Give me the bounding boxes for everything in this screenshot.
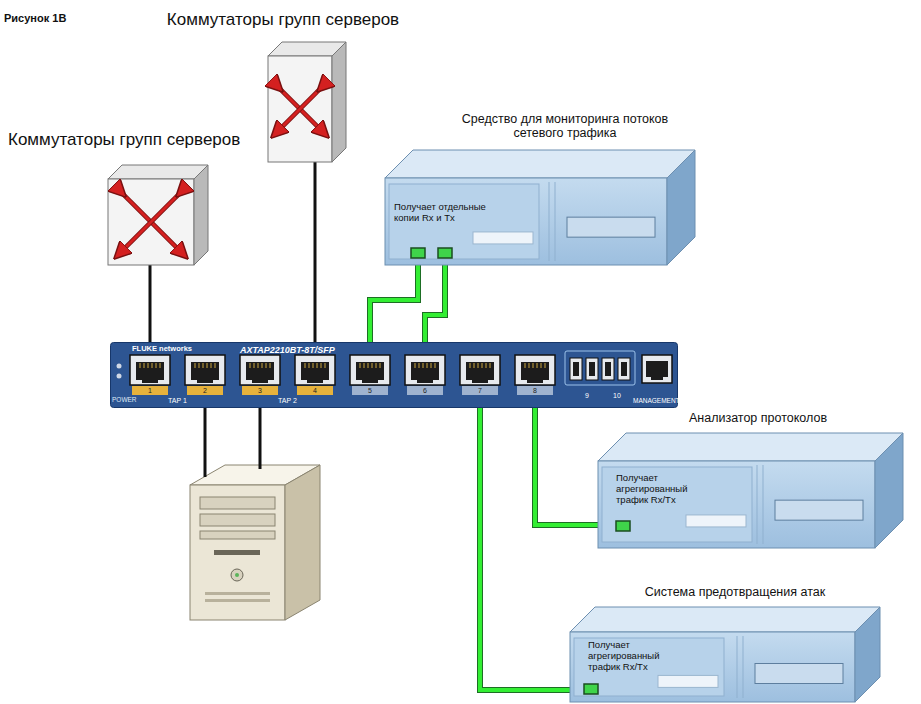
cable-line	[425, 265, 445, 342]
cable-connector	[150, 265, 151, 342]
power-label: POWER	[112, 396, 137, 403]
network-switch-shape	[108, 165, 208, 265]
cable-line	[149, 265, 152, 342]
tap-group-label: TAP 2	[278, 397, 297, 405]
cable-outline	[425, 265, 445, 342]
network-switch: Коммутаторы групп серверов	[268, 42, 346, 162]
network-tap: FLUKE networks AXTAP2210BT-8T/SFP	[110, 342, 678, 408]
port-number: 1	[148, 387, 152, 395]
network-switch: Коммутаторы групп серверов	[108, 165, 208, 265]
cable-connector	[535, 408, 598, 525]
model-number: AXTAP2210BT-8T/SFP	[240, 345, 420, 355]
cable-line	[314, 162, 317, 342]
sfp-number: 9	[585, 392, 589, 400]
cable-outline	[480, 408, 570, 690]
intrusion-prevention: Система предотвращения атакПолучает агре…	[570, 607, 880, 702]
sfp-number: 10	[613, 392, 621, 400]
switch-label: Коммутаторы групп серверов	[138, 10, 428, 30]
cable-line	[480, 408, 570, 690]
switch-label: Коммутаторы групп серверов	[8, 130, 298, 150]
port-note: Получает отдельные копии Rx и Tx	[394, 202, 509, 224]
protocol-analyzer: Анализатор протоколовПолучает агрегирова…	[598, 433, 903, 548]
port-number: 4	[313, 387, 317, 395]
management-label: MANAGEMENT	[633, 397, 680, 404]
figure-number: Рисунок 1В	[4, 12, 66, 24]
cable-outline	[535, 408, 598, 525]
network-switch-shape	[268, 42, 346, 162]
port-number: 8	[533, 387, 537, 395]
server-cable	[259, 408, 262, 469]
cable-connector	[480, 408, 570, 690]
port-number: 5	[368, 387, 372, 395]
cable-connector	[370, 265, 418, 342]
cable-connector	[315, 162, 316, 342]
cable-line	[370, 265, 418, 342]
server-tower	[190, 465, 320, 620]
port-note: Получает агрегированный трафик Rx/Tx	[616, 473, 711, 506]
cable-outline	[370, 265, 418, 342]
flow-monitor: Средство для мониторинга потоков сетевог…	[385, 150, 695, 265]
brand-logo: FLUKE networks	[132, 345, 222, 354]
device-heading: Система предотвращения атак	[630, 585, 840, 599]
port-number: 7	[478, 387, 482, 395]
tap-group-label: TAP 1	[168, 397, 187, 405]
cable-line	[535, 408, 598, 525]
device-heading: Средство для мониторинга потоков сетевог…	[445, 112, 685, 141]
port-number: 2	[203, 387, 207, 395]
device-heading: Анализатор протоколов	[658, 411, 858, 425]
server-cable	[204, 408, 207, 477]
cable-connector	[425, 265, 445, 342]
port-note: Получает агрегированный трафик Rx/Tx	[588, 640, 683, 673]
port-number: 6	[423, 387, 427, 395]
network-tap-shape	[110, 342, 678, 408]
port-number: 3	[258, 387, 262, 395]
